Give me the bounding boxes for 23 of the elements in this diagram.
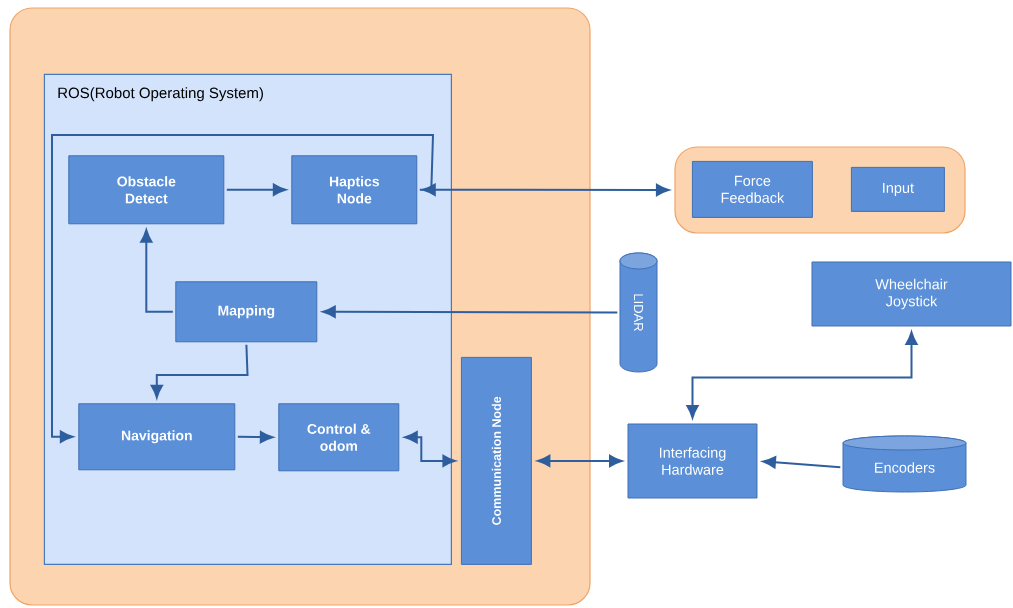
arrow [225,183,287,196]
arrow [51,134,435,443]
process-box: Interfacing Hardware [627,423,758,499]
arrow [236,430,274,444]
process-box: Obstacle Detect [68,155,225,225]
storage-cylinder: Encoders [842,435,967,493]
process-box: Wheelchair Joystick [811,261,1012,327]
process-box: Force Feedback [691,160,813,218]
arrow [322,305,619,318]
arrow [686,331,918,419]
arrow [422,183,670,197]
arrow [537,454,623,468]
arrow [150,343,249,399]
process-box: Communication Node [460,356,532,565]
process-box: Haptics Node [291,155,418,225]
arrow [140,229,174,313]
process-box: Navigation [78,403,236,471]
storage-cylinder: LIDAR [619,252,658,373]
arrow [404,431,456,467]
process-box: Control & odom [278,403,400,472]
process-box: Input [850,166,945,212]
arrow [762,456,842,469]
process-box: Mapping [175,281,318,343]
